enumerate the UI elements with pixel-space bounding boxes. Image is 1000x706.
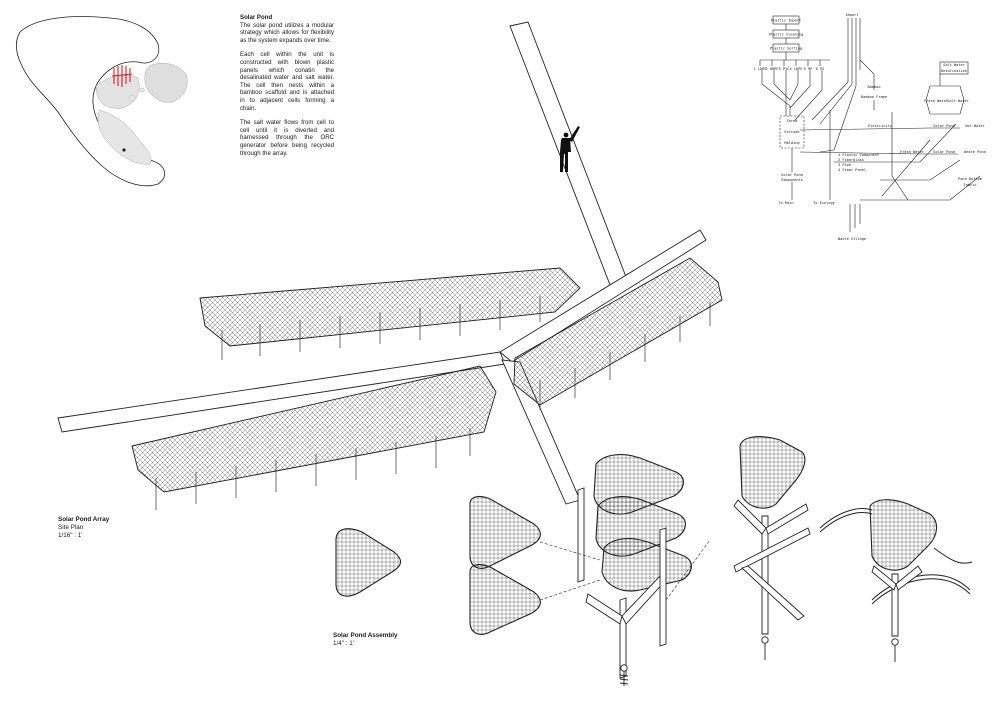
- array-label-subtitle: Site Plan: [58, 523, 84, 531]
- stacked-cell-panels: [469, 495, 541, 635]
- description-paragraph-2: Each cell within the unit is constructed…: [240, 51, 334, 112]
- assembly-label-scale: 1/4" : 1': [333, 639, 354, 647]
- island-map: [16, 16, 188, 187]
- array-label-title: Solar Pond Array: [58, 516, 110, 523]
- flow-node-waste-village: Waste Village: [838, 237, 866, 241]
- walkway-network: [57, 21, 707, 505]
- flow-node-list-1: 1 Plastic Component: [838, 153, 879, 157]
- flow-node-desalination: Desalination: [941, 69, 967, 73]
- flow-node-fresh-water-2: Fresh Water: [900, 150, 925, 154]
- ground-screw: [619, 664, 629, 686]
- assembly-label: Solar Pond Assembly 1/4" : 1': [333, 632, 398, 648]
- exploded-assembly: [539, 454, 711, 686]
- pond-array-lower-left: [131, 365, 497, 510]
- pond-array-upper-left: [199, 267, 581, 360]
- flow-node-shred: Shred: [787, 119, 798, 123]
- flow-node-electricity: Electricity: [868, 124, 893, 128]
- flow-node-pond-bottom: Pond Bottom: [958, 177, 982, 181]
- array-label: Solar Pond Array Site Plan 1/16" : 1': [58, 516, 109, 539]
- flow-node-components: Components: [781, 178, 803, 182]
- pond-array-right: [513, 257, 723, 410]
- flow-node-bamboo-frame: Bamboo Frame: [861, 95, 887, 99]
- flow-node-solar-pond-2: Solar Pond: [933, 150, 955, 154]
- flow-node-list-2: 2 Fiberglass: [838, 158, 864, 162]
- array-label-scale: 1/16" : 1': [58, 531, 83, 539]
- flow-node-pond-component: Solar Pond: [781, 173, 803, 177]
- flow-node-to-ecology: To Ecology: [813, 201, 835, 205]
- flow-node-type-4: 4 LDPE: [790, 67, 803, 71]
- description-title: Solar Pond: [240, 14, 273, 21]
- flow-node-import: Import: [846, 13, 859, 17]
- flow-node-type-5: 5 PP: [804, 67, 813, 71]
- solar-pond-description: Solar Pond The solar pond utilizes a mod…: [240, 14, 334, 164]
- flow-node-list-3: 3 Pipe: [838, 163, 851, 167]
- flow-node-salt-water-top: Salt Water: [943, 63, 965, 67]
- flow-node-fresh-water: Fresh Water: [924, 99, 949, 103]
- flow-node-molding: Molding: [784, 141, 799, 145]
- flow-node-type-3: 3 PVC: [779, 67, 790, 71]
- flow-node-plastic-import: Plastic Import: [771, 19, 801, 23]
- flow-node-fabric: Fabric: [964, 183, 977, 187]
- flow-node-extrude: Extrude: [784, 130, 799, 134]
- flow-node-to-rain: To Rain: [778, 201, 793, 205]
- flow-node-type-6: 6 PS: [816, 67, 825, 71]
- assembly-label-title: Solar Pond Assembly: [333, 632, 398, 639]
- flow-node-type-2: 2 HDPE: [766, 67, 779, 71]
- flow-node-salt-water: Salt Water: [947, 99, 969, 103]
- flow-node-hot-water: Hot Water: [965, 124, 985, 128]
- single-cell-panel: [335, 528, 402, 597]
- flow-node-solar-pond: Solar Pond: [933, 124, 955, 128]
- cell-on-tripod-scaffold: [733, 436, 811, 660]
- description-paragraph-3: The salt water flows from cell to cell u…: [240, 119, 334, 157]
- site-location-marker: [111, 65, 133, 87]
- description-paragraph-1: The solar pond utilizes a modular strate…: [240, 21, 334, 44]
- flow-node-type-1: 1 LDPE: [754, 67, 767, 71]
- flow-node-list-4: 4 Fiber Panel: [838, 168, 866, 172]
- material-flow-diagram: Plastic Import Plastic Cleaning Plastic …: [754, 13, 986, 241]
- cell-with-piping: [819, 499, 973, 662]
- person-silhouette: [560, 126, 580, 172]
- flow-node-plastic-sorting: Plastic Sorting: [770, 47, 802, 51]
- flow-node-plastic-cleaning: Plastic Cleaning: [769, 33, 804, 37]
- flow-node-waste-pond: Waste Pond: [964, 150, 986, 154]
- flow-node-bamboo: Bamboo: [868, 85, 881, 89]
